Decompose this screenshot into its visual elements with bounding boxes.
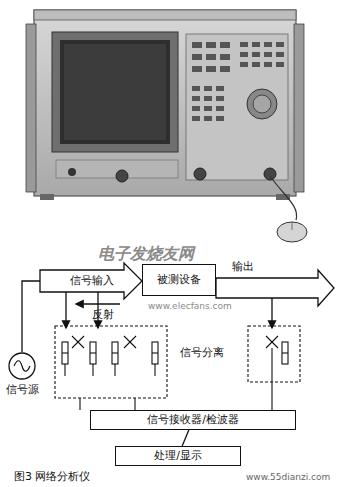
figure-caption: 图3 网络分析仪 [14, 470, 91, 483]
source-symbol [7, 351, 37, 381]
separation-label: 信号分离 [180, 346, 224, 359]
node-label: 信号接收器/检波器 [147, 413, 239, 426]
signal-source: 信号源 [0, 351, 44, 396]
receiver-detector-box: 信号接收器/检波器 [90, 410, 296, 430]
node-label: 信号源 [0, 383, 44, 396]
input-label: 信号输入 [70, 274, 114, 287]
output-label: 输出 [232, 260, 254, 273]
connector-line [182, 430, 189, 446]
signal-path [22, 263, 334, 352]
watermark-url: www.55dianzi.com [246, 472, 330, 483]
watermark: 电子发烧友网 [98, 244, 194, 263]
processing-display-box: 处理/显示 [115, 446, 241, 466]
node-label: 处理/显示 [154, 449, 202, 462]
node-label: 被测设备 [157, 273, 201, 286]
network-analyzer-photo [26, 10, 307, 242]
coupler-groups [55, 326, 300, 410]
reflection-label: 反射 [92, 308, 114, 321]
device-under-test-box: 被测设备 [142, 264, 216, 296]
watermark-url: www.elecfans.com [148, 301, 232, 312]
